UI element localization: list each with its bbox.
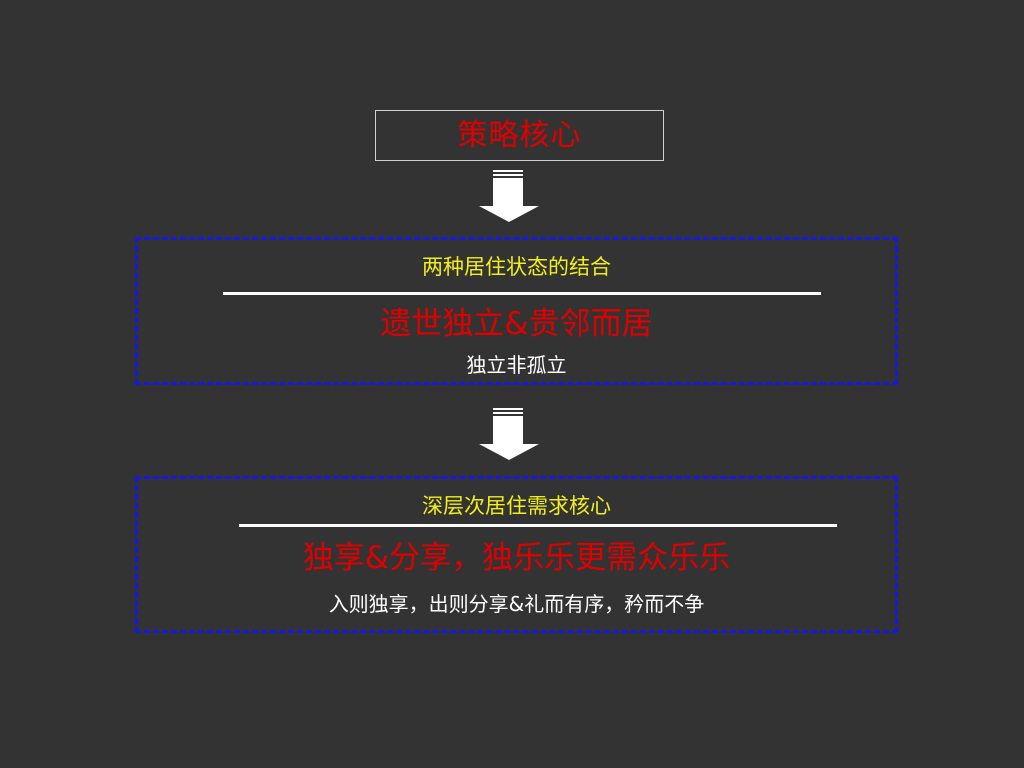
divider: [239, 524, 837, 527]
panel-heading: 深层次居住需求核心: [422, 494, 611, 518]
living-state-panel: 两种居住状态的结合 遗世独立&贵邻而居 独立非孤立: [135, 237, 898, 385]
down-arrow-icon: [477, 170, 541, 224]
divider: [223, 292, 821, 295]
panel-headline: 独享&分享，独乐乐更需众乐乐: [302, 540, 731, 576]
panel-subline: 入则独享，出则分享&礼而有序，矜而不争: [328, 592, 705, 616]
strategy-core-title: 策略核心: [457, 117, 582, 153]
panel-headline: 遗世独立&贵邻而居: [380, 306, 653, 342]
panel-heading: 两种居住状态的结合: [422, 255, 611, 279]
strategy-core-box: 策略核心: [375, 110, 664, 161]
living-needs-panel: 深层次居住需求核心 独享&分享，独乐乐更需众乐乐 入则独享，出则分享&礼而有序，…: [135, 476, 898, 633]
down-arrow-icon: [477, 408, 541, 462]
panel-subline: 独立非孤立: [466, 353, 567, 377]
